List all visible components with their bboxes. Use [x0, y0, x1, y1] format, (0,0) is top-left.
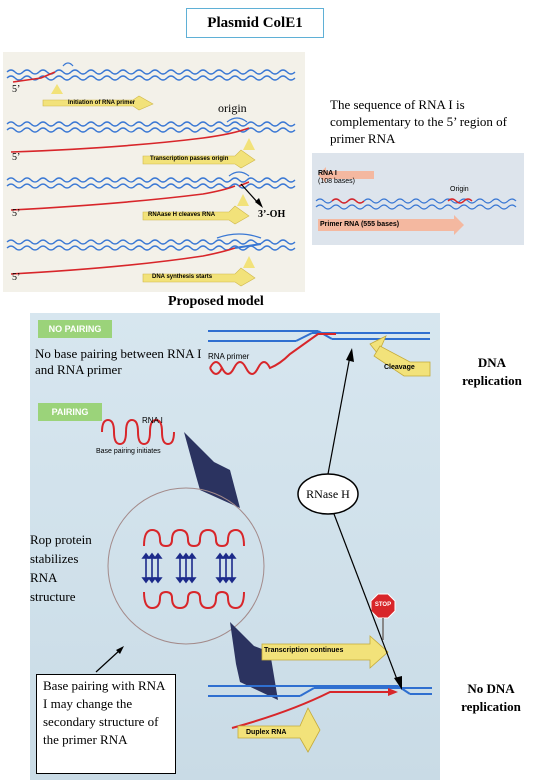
inset-rna1-label: RNA I	[318, 170, 337, 177]
rop-line-3: RNA	[30, 570, 58, 585]
inset-rna1-size: (108 bases)	[318, 178, 355, 185]
five-prime-label-2: 5’	[12, 152, 21, 163]
base-pairing-note-box: Base pairing with RNA I may change the s…	[36, 674, 176, 774]
rna-stem-loops-bottom	[143, 590, 245, 610]
step-1-strip	[6, 62, 296, 111]
replication-steps-diagram	[6, 62, 296, 287]
pairing-arrows	[141, 552, 237, 584]
no-dna-replication-outcome: No DNA replication	[461, 681, 521, 714]
inset-origin-label: Origin	[450, 186, 469, 193]
step-3-label: RNAase H cleaves RNA	[148, 212, 216, 218]
stop-sign-label: STOP	[374, 602, 392, 608]
transcription-continues-label: Transcription continues	[264, 647, 344, 654]
step-3-strip	[6, 171, 296, 225]
oh-label: 3’-OH	[258, 209, 286, 220]
origin-label: origin	[218, 101, 247, 115]
no-pairing-text: No base pairing between RNA I and RNA pr…	[35, 346, 202, 377]
five-prime-label-1: 5’	[12, 84, 21, 95]
rop-line-2: stabilizes	[30, 551, 79, 566]
five-prime-label-4: 5’	[12, 272, 21, 283]
rna-stem-loops-top	[143, 528, 245, 548]
step-4-label: DNA synthesis starts	[152, 274, 213, 280]
rop-text: Rop protein stabilizes RNA structure	[30, 530, 92, 606]
rna1-loops	[101, 418, 175, 446]
step-4-strip	[6, 233, 296, 287]
rna1-label: RNA I	[142, 416, 163, 425]
five-prime-label-3: 5’	[12, 208, 21, 219]
rop-line-4: structure	[30, 589, 76, 604]
step-2-label: Transcription passes origin	[150, 156, 229, 162]
complementarity-note: The sequence of RNA I is complementary t…	[330, 97, 508, 146]
rop-line-1: Rop protein	[30, 532, 92, 547]
dna-replication-outcome: DNA replication	[462, 355, 522, 388]
step-1-label: Initiation of RNA primer	[68, 100, 136, 106]
rna1-inset-diagram	[315, 167, 517, 235]
proposed-model-heading: Proposed model	[168, 294, 264, 309]
page-title: Plasmid ColE1	[186, 8, 324, 38]
no-pairing-tag: NO PAIRING	[38, 320, 112, 338]
duplex-rna-label: Duplex RNA	[246, 729, 287, 736]
base-pairing-initiates-label: Base pairing initiates	[96, 448, 161, 455]
pairing-tag: PAIRING	[38, 403, 102, 421]
inset-primer-label: Primer RNA (555 bases)	[320, 221, 400, 228]
rnase-h-label: RNase H	[306, 487, 350, 501]
duplex-dna	[208, 685, 432, 729]
cleavage-label: Cleavage	[384, 364, 415, 371]
step-2-strip	[6, 117, 296, 169]
rna-primer-label: RNA primer	[208, 352, 250, 361]
